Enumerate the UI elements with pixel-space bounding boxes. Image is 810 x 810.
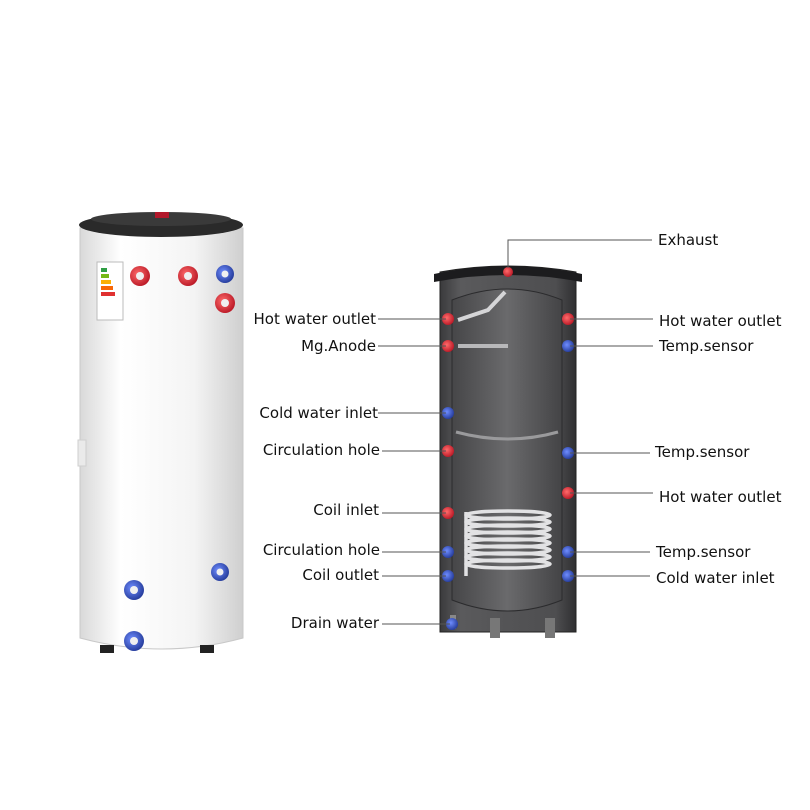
label-temp-sensor-3: Temp.sensor — [656, 543, 751, 561]
label-mg-anode: Mg.Anode — [301, 337, 376, 355]
leader-lines — [378, 239, 653, 625]
cutaway-tank — [378, 239, 653, 638]
label-exhaust: Exhaust — [658, 231, 719, 249]
label-hot-water-outlet-right-mid: Hot water outlet — [659, 488, 782, 506]
external-tank — [77, 212, 244, 653]
label-cold-water-inlet-right: Cold water inlet — [656, 569, 775, 587]
external-tank-body — [79, 227, 244, 650]
label-drain-water: Drain water — [290, 614, 379, 632]
label-coil-inlet: Coil inlet — [313, 501, 379, 519]
label-temp-sensor-2: Temp.sensor — [655, 443, 750, 461]
cutaway-ports — [442, 313, 574, 630]
label-hot-water-outlet-right-top: Hot water outlet — [659, 312, 782, 330]
label-circulation-hole-upper: Circulation hole — [262, 441, 380, 459]
label-temp-sensor-1: Temp.sensor — [659, 337, 754, 355]
label-circulation-hole-lower: Circulation hole — [262, 541, 380, 559]
label-cold-water-inlet-left: Cold water inlet — [259, 404, 378, 422]
label-hot-water-outlet-left: Hot water outlet — [253, 310, 376, 328]
label-coil-outlet: Coil outlet — [302, 566, 379, 584]
exhaust-port — [503, 267, 513, 277]
heating-coil — [464, 509, 552, 576]
energy-label — [96, 261, 124, 321]
